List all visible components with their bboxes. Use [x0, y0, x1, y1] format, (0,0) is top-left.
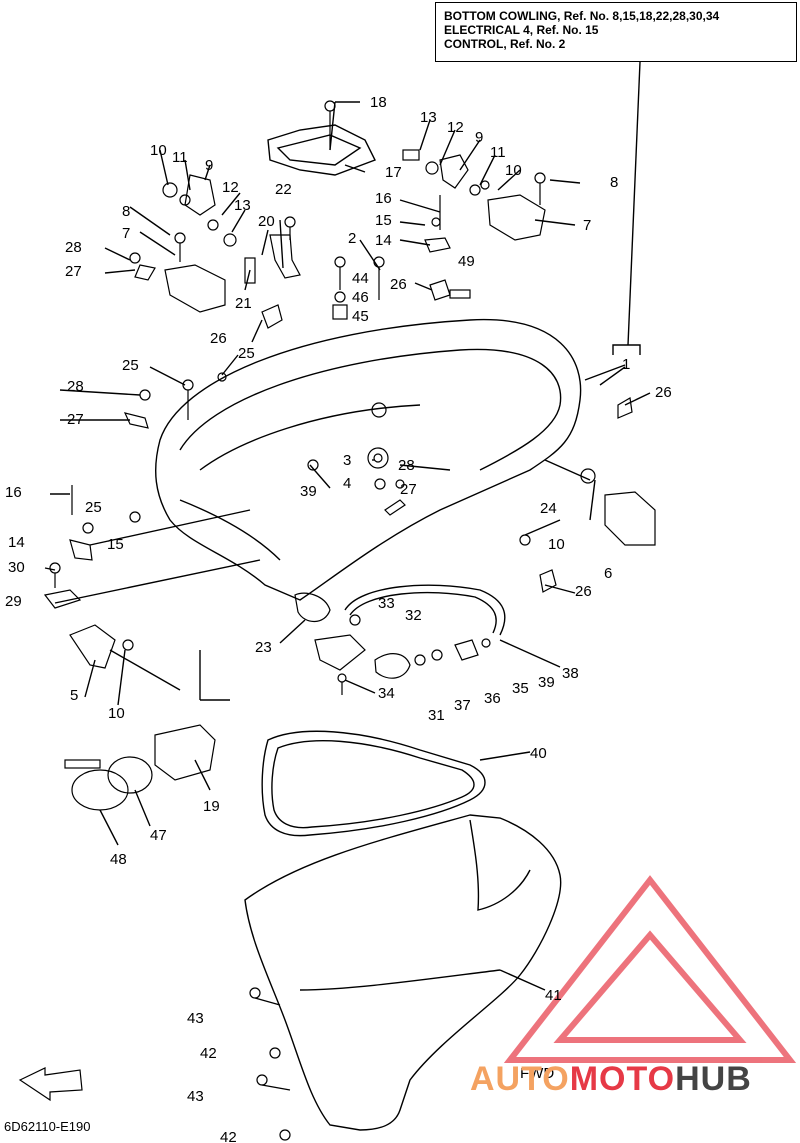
callout-16: 16 — [5, 484, 22, 501]
callout-27: 27 — [67, 411, 84, 428]
lower-cover — [244, 814, 562, 1131]
watermark-text: AUTOMOTOHUB — [470, 1060, 752, 1099]
callout-33: 33 — [378, 595, 395, 612]
callout-28: 28 — [65, 239, 82, 256]
callout-26: 26 — [575, 583, 592, 600]
small-parts — [18, 100, 656, 1141]
callout-31: 31 — [428, 707, 445, 724]
callout-49: 49 — [458, 253, 475, 270]
callout-14: 14 — [375, 232, 392, 249]
bracket-7-right — [487, 194, 546, 241]
callout-42: 42 — [220, 1129, 237, 1143]
watermark-logo — [503, 875, 797, 1063]
callout-8: 8 — [610, 174, 618, 191]
part-19 — [154, 724, 216, 781]
callout-9: 9 — [205, 157, 213, 174]
callout-15: 15 — [375, 212, 392, 229]
upper-cover — [267, 124, 376, 176]
callout-10: 10 — [108, 705, 125, 722]
callout-25: 25 — [122, 357, 139, 374]
callout-28: 28 — [67, 378, 84, 395]
callout-38: 38 — [562, 665, 579, 682]
callout-3: 3 — [343, 452, 351, 469]
callout-11: 11 — [490, 144, 506, 161]
ref-line-1: BOTTOM COWLING, Ref. No. 8,15,18,22,28,3… — [444, 9, 720, 23]
callout-45: 45 — [352, 308, 369, 325]
callout-46: 46 — [352, 289, 369, 306]
callout-41: 41 — [545, 987, 562, 1004]
callout-22: 22 — [275, 181, 292, 198]
callout-29: 29 — [5, 593, 22, 610]
callout-16: 16 — [375, 190, 392, 207]
callout-5: 5 — [70, 687, 78, 704]
callout-10: 10 — [150, 142, 167, 159]
bracket-7-left — [164, 264, 226, 313]
ref-line-2: ELECTRICAL 4, Ref. No. 15 — [444, 23, 599, 37]
callout-32: 32 — [405, 607, 422, 624]
callout-27: 27 — [400, 481, 417, 498]
ref-line-3: CONTROL, Ref. No. 2 — [444, 37, 566, 51]
callout-14: 14 — [8, 534, 25, 551]
callout-30: 30 — [8, 559, 25, 576]
callout-40: 40 — [530, 745, 547, 762]
callout-21: 21 — [235, 295, 252, 312]
callout-44: 44 — [352, 270, 369, 287]
callout-47: 47 — [150, 827, 167, 844]
callout-19: 19 — [203, 798, 220, 815]
callout-25: 25 — [238, 345, 255, 362]
callout-48: 48 — [110, 851, 127, 868]
callout-34: 34 — [378, 685, 395, 702]
callout-28: 28 — [398, 457, 415, 474]
callout-18: 18 — [370, 94, 387, 111]
watermark-part1: AUTO — [470, 1060, 570, 1098]
callout-39: 39 — [300, 483, 317, 500]
callout-9: 9 — [475, 129, 483, 146]
callout-20: 20 — [258, 213, 275, 230]
callout-10: 10 — [548, 536, 565, 553]
callout-39: 39 — [538, 674, 555, 691]
watermark-part3: HUB — [675, 1060, 752, 1098]
fwd-text: FWD — [520, 1065, 554, 1082]
reference-box: BOTTOM COWLING, Ref. No. 8,15,18,22,28,3… — [435, 2, 797, 62]
callout-15: 15 — [107, 536, 124, 553]
callout-6: 6 — [604, 565, 612, 582]
callout-7: 7 — [122, 225, 130, 242]
gasket — [261, 730, 486, 837]
callout-43: 43 — [187, 1088, 204, 1105]
callout-2: 2 — [348, 230, 356, 247]
callout-26: 26 — [390, 276, 407, 293]
callout-36: 36 — [484, 690, 501, 707]
callout-42: 42 — [200, 1045, 217, 1062]
callout-35: 35 — [512, 680, 529, 697]
callout-10: 10 — [505, 162, 522, 179]
callout-7: 7 — [583, 217, 591, 234]
callout-12: 12 — [222, 179, 239, 196]
fwd-arrow — [18, 1067, 83, 1102]
callout-1: 1 — [622, 356, 630, 373]
callout-43: 43 — [187, 1010, 204, 1027]
callout-27: 27 — [65, 263, 82, 280]
callout-11: 11 — [172, 149, 188, 166]
part-6 — [604, 491, 656, 546]
callout-8: 8 — [122, 203, 130, 220]
callout-37: 37 — [454, 697, 471, 714]
bottom-cowling — [155, 318, 582, 601]
callout-4: 4 — [343, 475, 351, 492]
callout-26: 26 — [655, 384, 672, 401]
diagram-code: 6D62110-E190 — [4, 1119, 91, 1134]
callout-13: 13 — [234, 197, 251, 214]
callout-26: 26 — [210, 330, 227, 347]
callout-12: 12 — [447, 119, 464, 136]
callout-25: 25 — [85, 499, 102, 516]
callout-17: 17 — [385, 164, 402, 181]
watermark-part2: MOTO — [569, 1060, 676, 1098]
callout-23: 23 — [255, 639, 272, 656]
callout-24: 24 — [540, 500, 557, 517]
callout-13: 13 — [420, 109, 437, 126]
